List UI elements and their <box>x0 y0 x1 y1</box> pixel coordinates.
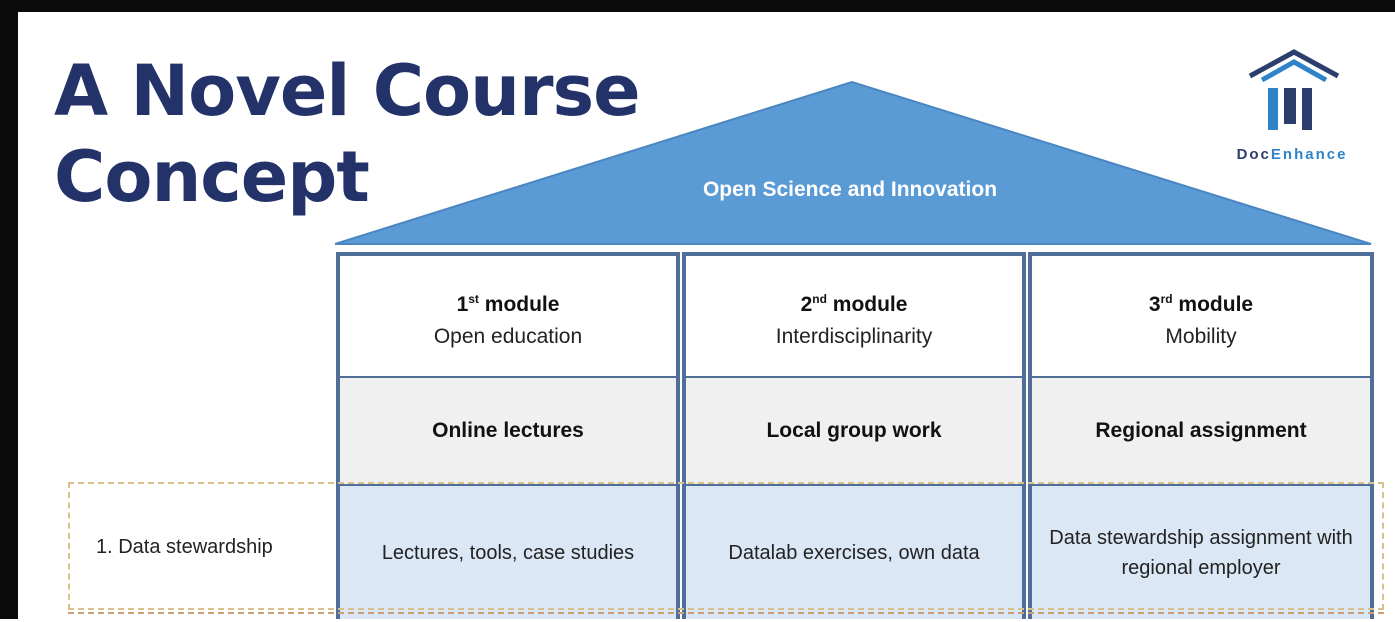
roof-triangle <box>334 80 1372 245</box>
screen-border-top <box>0 0 1395 12</box>
module-title-2: 2nd module <box>800 292 908 316</box>
screen-border-left <box>0 0 18 619</box>
next-row-outline <box>68 612 1384 622</box>
logo-wordmark: DocEnhance <box>1236 146 1348 163</box>
module-column-3: 3rd module Mobility Regional assignment … <box>1028 252 1374 619</box>
title-line-2: Concept <box>54 136 370 218</box>
module-cell-3: Data stewardship assignment with regiona… <box>1032 486 1370 619</box>
row-label: 1. Data stewardship <box>96 536 273 558</box>
house-pillars-icon <box>1248 49 1340 130</box>
row-highlight-outline <box>68 482 1384 610</box>
module-subtitle-2: Interdisciplinarity <box>775 325 933 348</box>
module-activity-1: Online lectures <box>340 378 676 486</box>
module-title-3: 3rd module <box>1148 292 1254 316</box>
slide-title: A Novel Course Concept <box>54 48 641 220</box>
module-title-1: 1st module <box>456 292 560 316</box>
module-activity-2: Local group work <box>686 378 1022 486</box>
module-header-3: 3rd module Mobility <box>1032 256 1370 378</box>
module-subtitle-3: Mobility <box>1165 325 1237 348</box>
module-column-1: 1st module Open education Online lecture… <box>336 252 680 619</box>
module-header-2: 2nd module Interdisciplinarity <box>686 256 1022 378</box>
roof-label: Open Science and Innovation <box>702 178 998 201</box>
module-cell-1: Lectures, tools, case studies <box>340 486 676 619</box>
module-subtitle-1: Open education <box>433 325 583 348</box>
module-header-1: 1st module Open education <box>340 256 676 378</box>
module-cell-2: Datalab exercises, own data <box>686 486 1022 619</box>
module-activity-3: Regional assignment <box>1032 378 1370 486</box>
module-column-2: 2nd module Interdisciplinarity Local gro… <box>682 252 1026 619</box>
title-line-1: A Novel Course <box>54 50 641 132</box>
